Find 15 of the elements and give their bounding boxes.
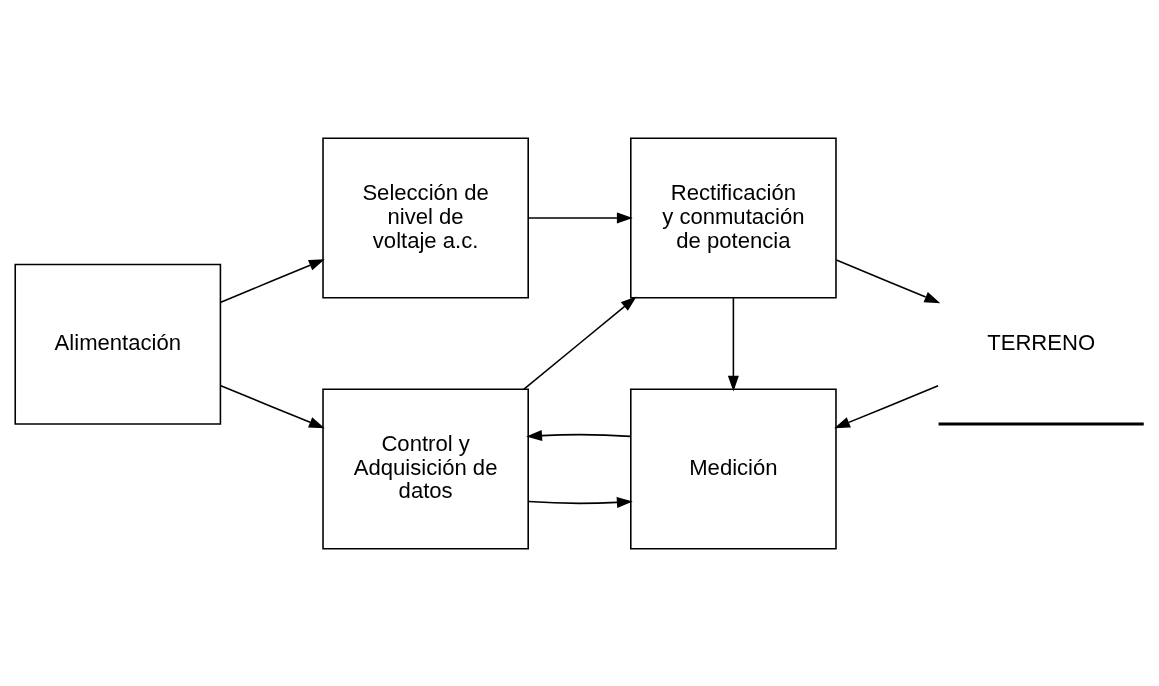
node-box: Selección de nivel de voltaje a.c. xyxy=(322,137,529,299)
node-box: Alimentación xyxy=(14,263,222,425)
arrow xyxy=(527,496,633,508)
node-box: Control y Adquisición de datos xyxy=(322,387,529,549)
arrow xyxy=(523,296,637,390)
node-text: TERRENO xyxy=(987,329,1096,355)
arrow xyxy=(834,384,939,428)
node-box: Rectificación y conmutación de potencia xyxy=(630,137,837,299)
arrow xyxy=(220,384,325,428)
arrow xyxy=(220,258,325,303)
arrow xyxy=(527,212,633,224)
node-box: Medición xyxy=(630,387,837,549)
arrow xyxy=(526,429,632,441)
arrow xyxy=(835,258,941,303)
arrow xyxy=(727,296,739,391)
